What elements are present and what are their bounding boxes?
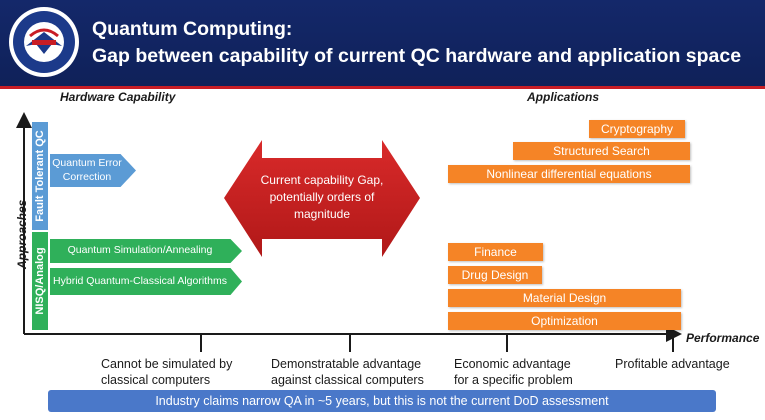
header-divider [0,86,765,89]
fault-tolerant-qc-label: Fault Tolerant QC [34,130,46,222]
approaches-axis-label: Approaches [15,199,29,269]
tick1-line2: classical computers [101,373,211,388]
qec-label-line1: Quantum Error [52,156,122,169]
agency-seal-logo [9,7,79,77]
applications-label: Applications [527,90,600,104]
slide-title-line2: Gap between capability of current QC har… [92,45,742,67]
nisq-analog-bar: NISQ/Analog [32,232,48,330]
app-structured-search: Structured Search [513,142,690,160]
gap-line3: magnitude [293,206,351,221]
slide-title-line1: Quantum Computing: [92,18,293,40]
hardware-capability-label: Hardware Capability [60,90,176,104]
tick-label-profitable: Profitable advantage [615,356,730,372]
tick-label-economic: Economic advantage for a specific proble… [454,356,573,389]
capability-gap-text: Current capability Gap, potentially orde… [255,172,389,222]
hybrid-algorithms-arrow: Hybrid Quantum-Classical Algorithms [50,268,242,295]
quantum-simulation-annealing-arrow: Quantum Simulation/Annealing [50,239,242,263]
performance-axis-label: Performance [686,331,760,345]
app-finance: Finance [448,243,543,261]
hybrid-algorithms-label: Hybrid Quantum-Classical Algorithms [53,274,227,287]
tick-label-demonstratable: Demonstratable advantage against classic… [271,356,424,389]
tick4-line1: Profitable advantage [615,357,730,371]
app-nonlinear-equations: Nonlinear differential equations [448,165,690,183]
app-optimization: Optimization [448,312,681,330]
quantum-simulation-label: Quantum Simulation/Annealing [67,244,213,257]
quantum-error-correction-arrow: Quantum Error Correction [50,154,136,187]
tick1-line1: Cannot be simulated by [101,357,233,371]
qec-label-line2: Correction [62,170,112,183]
gap-line1: Current capability Gap, [260,173,384,187]
nisq-analog-label: NISQ/Analog [34,247,46,315]
tick3-line1: Economic advantage [454,357,571,371]
tick3-line2: for a specific problem [454,373,573,388]
dod-assessment-banner: Industry claims narrow QA in ~5 years, b… [48,390,716,412]
gap-line2: potentially orders of [269,189,375,204]
tick2-line1: Demonstratable advantage [271,357,422,371]
header-bar [0,0,765,86]
app-cryptography: Cryptography [589,120,685,138]
fault-tolerant-qc-bar: Fault Tolerant QC [32,122,48,230]
app-drug-design: Drug Design [448,266,542,284]
app-material-design: Material Design [448,289,681,307]
tick-label-simulation: Cannot be simulated by classical compute… [101,356,232,389]
tick2-line2: against classical computers [271,373,424,388]
capability-gap-arrow [224,140,420,257]
